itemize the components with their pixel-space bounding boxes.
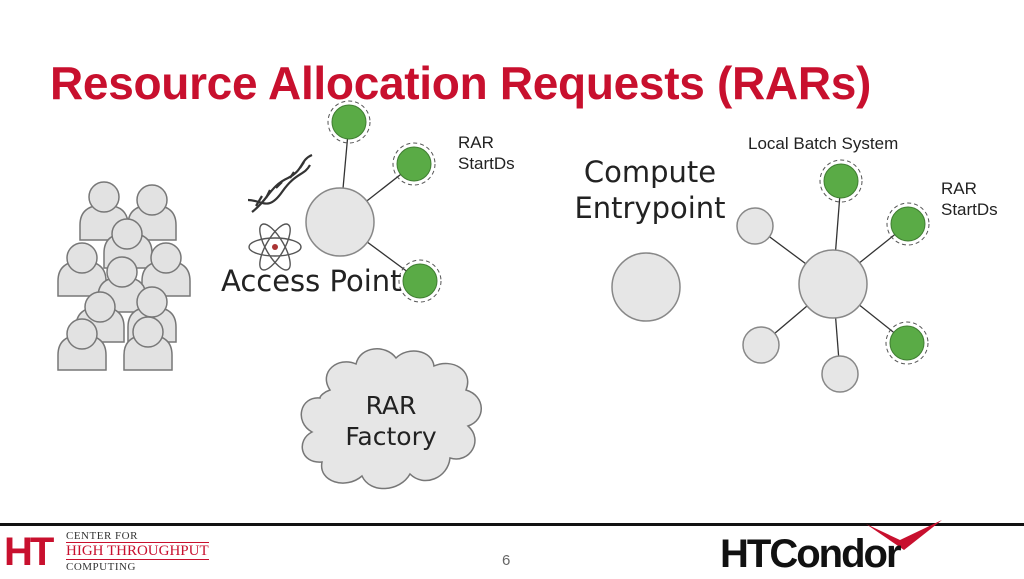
rar-startd-node: [392, 142, 436, 186]
batch-worker-node: [821, 355, 859, 393]
footer-divider: [0, 523, 1024, 526]
rar-startd-node: [398, 259, 442, 303]
htcondor-logo: HTCondor: [720, 518, 950, 576]
label-line: RAR: [365, 391, 417, 420]
dna-icon: [247, 153, 313, 213]
local-batch-system-label: Local Batch System: [748, 134, 899, 153]
label-line: Entrypoint: [574, 191, 726, 226]
rar-startd-node: [327, 100, 371, 144]
users-group-icon: [57, 181, 191, 371]
slide-title: Resource Allocation Requests (RARs): [50, 57, 872, 109]
compute-entrypoint-node: [611, 252, 681, 322]
label-line: Factory: [345, 422, 437, 452]
rar-startd-node: [885, 321, 929, 365]
rar-startds-left-label: RAR StartDs: [458, 132, 515, 175]
htcondor-wordmark: HTCondor: [720, 532, 902, 576]
chtc-line3: COMPUTING: [66, 561, 136, 573]
label-line: RAR: [458, 133, 494, 152]
diagram: [57, 100, 930, 490]
batch-worker-node: [736, 207, 774, 245]
chtc-line2: HIGH THROUGHPUT: [66, 542, 209, 560]
access-point-label: Access Point: [221, 264, 402, 298]
rar-startds-right-label: RAR StartDs: [941, 178, 998, 221]
condor-bird-icon: [866, 520, 942, 550]
atom-icon: [248, 223, 302, 271]
label-line: Compute: [583, 155, 717, 189]
rar-startd-node: [886, 202, 930, 246]
compute-entrypoint-label: Compute Entrypoint: [570, 154, 730, 227]
rar-factory-cloud: [300, 348, 482, 490]
chtc-mark: HT: [4, 530, 54, 574]
chtc-line1: CENTER FOR: [66, 530, 138, 542]
chtc-logo: HT CENTER FOR HIGH THROUGHPUT COMPUTING: [4, 530, 234, 574]
label-line: RAR: [941, 179, 977, 198]
label-line: StartDs: [941, 200, 998, 220]
batch-system-node: [798, 249, 868, 319]
batch-worker-node: [742, 326, 780, 364]
rar-factory-label: RAR Factory: [335, 390, 447, 453]
access-point-node: [305, 187, 375, 257]
rar-startd-node: [819, 159, 863, 203]
label-line: StartDs: [458, 154, 515, 174]
page-number: 6: [502, 552, 511, 569]
